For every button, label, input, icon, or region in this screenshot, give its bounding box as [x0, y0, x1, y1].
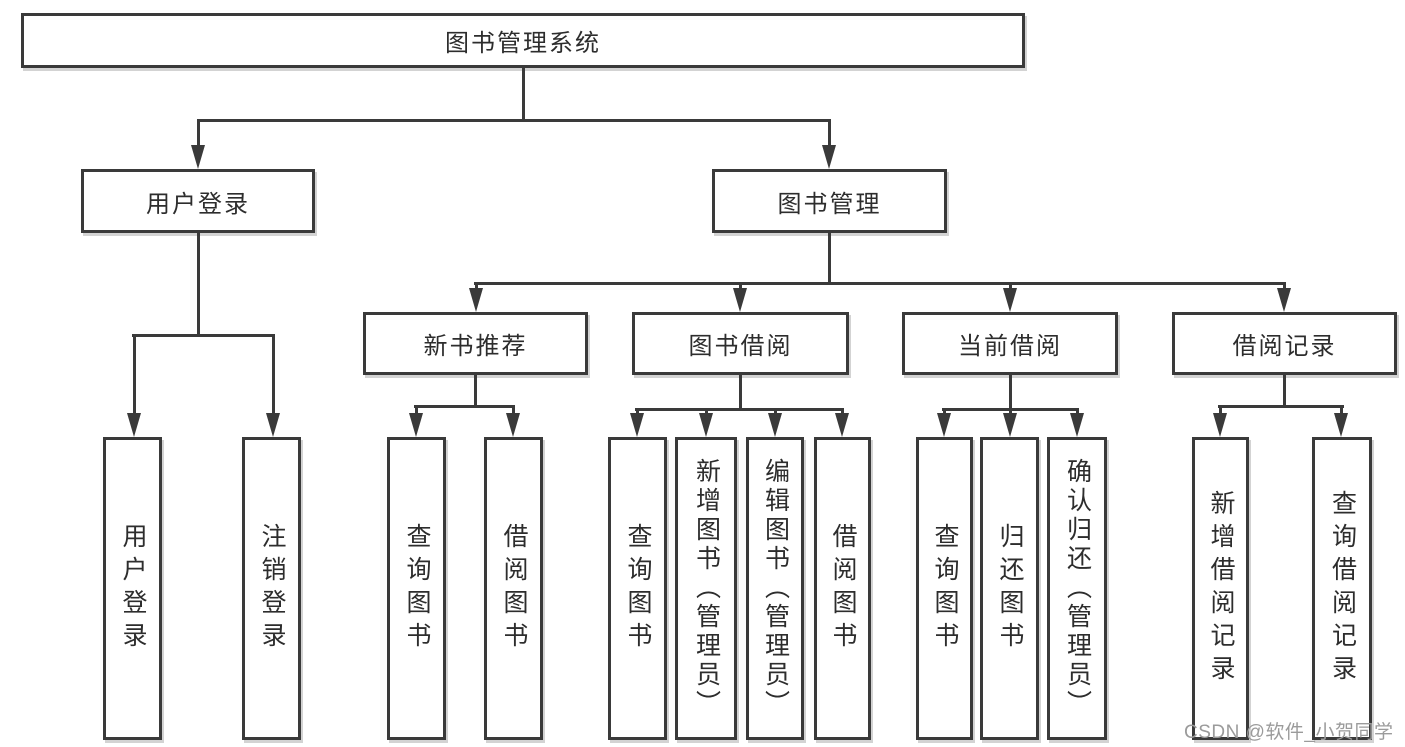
connector-drop-confirm-return [1076, 408, 1079, 417]
arrowhead-current [1003, 288, 1017, 312]
connector-userlogin-stem [197, 233, 200, 336]
node-label: 新书推荐 [423, 333, 528, 360]
leaf-label: 归还图书 [996, 522, 1024, 655]
connector-drop-query-record [1340, 405, 1343, 417]
leaf-return-books: 归还图书 [980, 437, 1039, 740]
leaf-user-login: 用户登录 [103, 437, 162, 740]
connector-bookmgmt-stem [828, 233, 831, 284]
leaf-label: 注销登录 [258, 522, 286, 655]
connector-drop-leaf-user-login [133, 334, 136, 415]
leaf-query-books-borrowing: 查询图书 [608, 437, 667, 740]
arrowhead-add-books [699, 413, 713, 437]
node-label: 用户登录 [146, 190, 250, 218]
node-label: 当前借阅 [958, 333, 1062, 360]
connector-recommend-branch [414, 405, 515, 408]
connector-drop-query-borrowing [636, 408, 639, 417]
arrowhead-borrowing [733, 288, 747, 312]
connector-root-branch [197, 119, 831, 122]
node-book-management: 图书管理 [712, 169, 947, 233]
leaf-add-borrow-record: 新增借阅记录 [1192, 437, 1249, 740]
node-label: 图书管理系统 [445, 30, 601, 57]
node-user-login: 用户登录 [81, 169, 315, 233]
connector-drop-current [1009, 282, 1012, 292]
leaf-label: 查询图书 [624, 522, 652, 655]
connector-root-stem [522, 68, 525, 120]
arrowhead-records [1277, 288, 1291, 312]
node-label: 借阅记录 [1232, 333, 1337, 360]
arrowhead-add-record [1213, 413, 1227, 437]
arrowhead-query-recommend [409, 413, 423, 437]
arrowhead-query-record [1334, 413, 1348, 437]
node-book-borrowing: 图书借阅 [632, 312, 849, 375]
leaf-label: 查询借阅记录 [1328, 489, 1357, 688]
connector-userlogin-branch [132, 334, 274, 337]
arrowhead-query-current [937, 413, 951, 437]
connector-recommend-stem [474, 375, 477, 407]
connector-drop-query-current [943, 408, 946, 417]
connector-drop-borrow-books [841, 408, 844, 417]
leaf-borrow-books: 借阅图书 [814, 437, 871, 740]
leaf-label: 用户登录 [119, 522, 147, 655]
arrowhead-edit-books [768, 413, 782, 437]
connector-drop-borrowing [739, 282, 742, 292]
node-borrowing-records: 借阅记录 [1172, 312, 1397, 375]
leaf-borrow-books-recommend: 借阅图书 [484, 437, 543, 740]
leaf-label: 新增借阅记录 [1207, 489, 1235, 688]
leaf-query-borrow-record: 查询借阅记录 [1312, 437, 1372, 740]
connector-drop-add-books [705, 408, 708, 417]
leaf-label: 借阅图书 [500, 522, 528, 655]
arrowhead-leaf-user-login [127, 413, 141, 437]
connector-bookmgmt-branch [474, 282, 1286, 285]
connector-drop-book-management [828, 119, 831, 147]
node-label: 图书借阅 [688, 333, 793, 360]
leaf-query-books-current: 查询图书 [916, 437, 973, 740]
leaf-label: 借阅图书 [829, 522, 857, 655]
node-library-management-system: 图书管理系统 [21, 13, 1025, 68]
node-new-book-recommendation: 新书推荐 [363, 312, 588, 375]
connector-records-stem [1283, 375, 1286, 407]
arrowhead-leaf-logout [266, 413, 280, 437]
leaf-label: 确认归还（管理员） [1063, 458, 1092, 719]
connector-drop-recommend [475, 282, 478, 292]
leaf-query-books-recommend: 查询图书 [387, 437, 446, 740]
connector-drop-records [1283, 282, 1286, 292]
arrowhead-borrow-books [835, 413, 849, 437]
leaf-label: 查询图书 [931, 522, 959, 655]
connector-drop-leaf-logout [272, 334, 275, 415]
csdn-watermark: CSDN @软件_小贺同学 [1184, 722, 1394, 743]
connector-drop-add-record [1219, 405, 1222, 417]
arrowhead-query-borrowing [630, 413, 644, 437]
leaf-label: 新增图书（管理员） [692, 458, 721, 719]
arrowhead-borrow-recommend [506, 413, 520, 437]
leaf-add-books-admin: 新增图书（管理员） [675, 437, 737, 740]
leaf-edit-books-admin: 编辑图书（管理员） [746, 437, 804, 740]
connector-drop-user-login [197, 119, 200, 147]
arrowhead-return-books [1003, 413, 1017, 437]
connector-drop-edit-books [774, 408, 777, 417]
arrowhead-recommend [469, 288, 483, 312]
connector-drop-query-recommend [415, 405, 418, 417]
arrowhead-book-management [822, 145, 836, 169]
leaf-confirm-return-admin: 确认归还（管理员） [1047, 437, 1107, 740]
node-current-borrowing: 当前借阅 [902, 312, 1118, 375]
connector-drop-borrow-recommend [512, 405, 515, 417]
leaf-label: 查询图书 [403, 522, 431, 655]
connector-borrowing-stem [739, 375, 742, 410]
leaf-label: 编辑图书（管理员） [761, 458, 790, 719]
leaf-logout: 注销登录 [242, 437, 301, 740]
connector-borrowing-branch [635, 408, 844, 411]
arrowhead-user-login [191, 145, 205, 169]
arrowhead-confirm-return [1070, 413, 1084, 437]
connector-records-branch [1218, 405, 1344, 408]
connector-drop-return-books [1009, 408, 1012, 417]
node-label: 图书管理 [777, 190, 882, 218]
connector-current-stem [1009, 375, 1012, 410]
